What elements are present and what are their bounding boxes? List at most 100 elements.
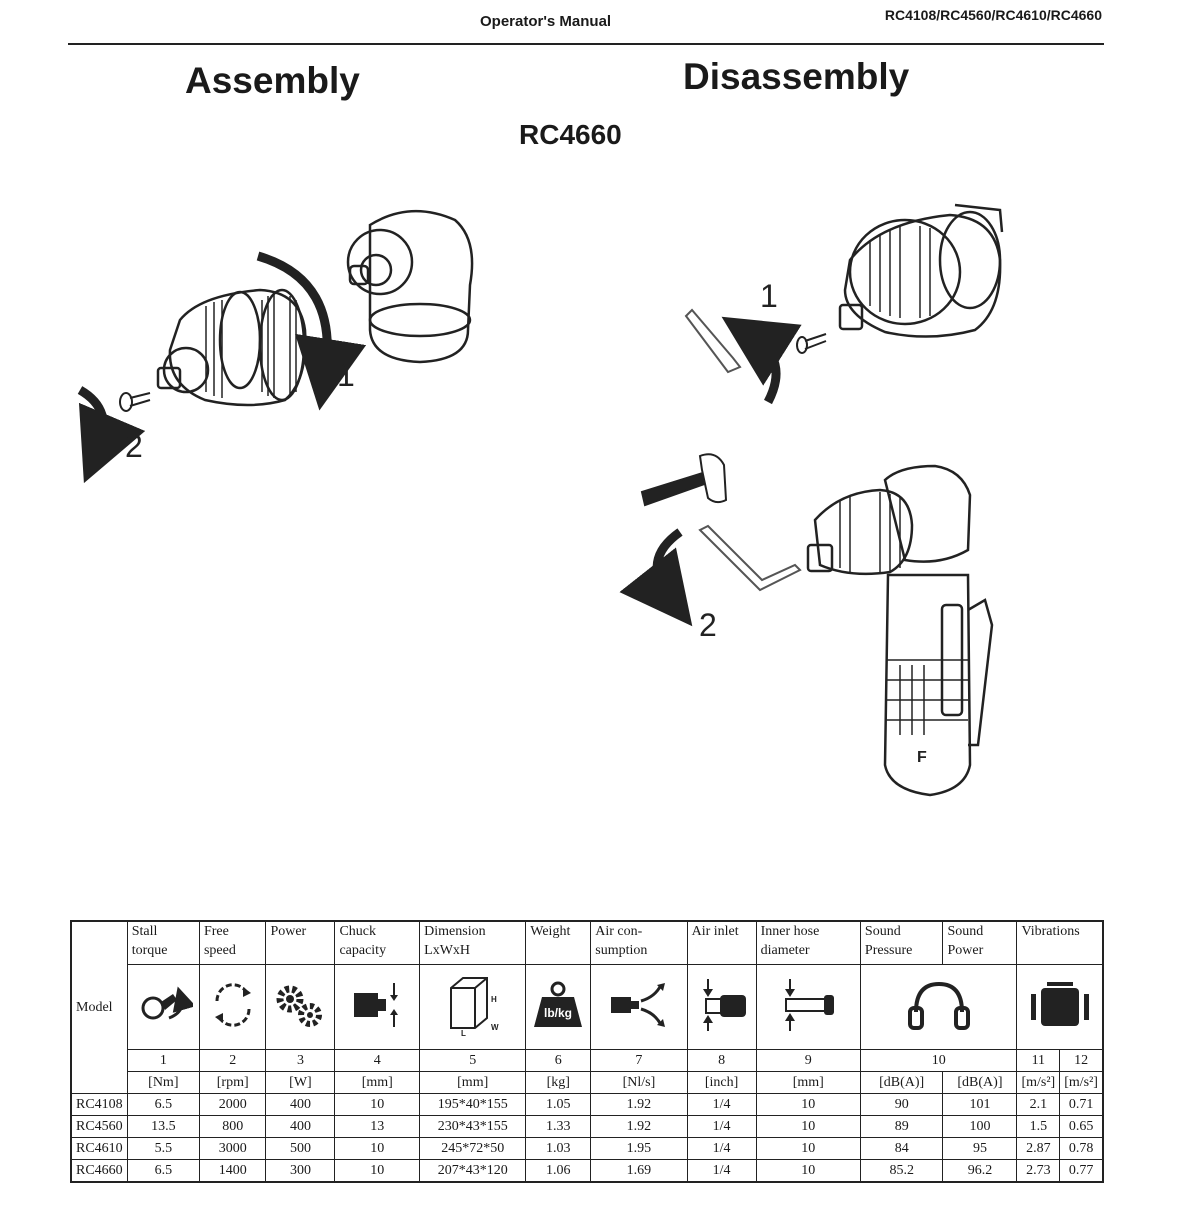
table-cell: 10: [334, 1137, 421, 1160]
hammer-illustration: [640, 453, 728, 507]
torque-icon: [126, 964, 200, 1050]
table-cell: 1.92: [590, 1115, 688, 1138]
assembly-step-2: 2: [125, 428, 143, 464]
svg-text:L: L: [461, 1029, 466, 1038]
table-cell: 195*40*155: [419, 1093, 527, 1116]
table-cell: 89: [859, 1115, 944, 1138]
rotate-arrow-1: [256, 251, 367, 411]
col-air-consumption: Air con-sumption: [590, 920, 688, 965]
table-cell: 230*43*155: [419, 1115, 527, 1138]
col-unit: [Nm]: [126, 1071, 200, 1094]
svg-text:H: H: [491, 995, 497, 1004]
col-sound-power: Sound Power: [942, 920, 1018, 965]
col-num: 11: [1016, 1049, 1061, 1072]
table-cell: 6.5: [126, 1093, 200, 1116]
col-unit: [rpm]: [198, 1071, 267, 1094]
table-cell: 1.33: [525, 1115, 592, 1138]
col-dimension: Dimension LxWxH: [419, 920, 527, 965]
table-cell: 1.05: [525, 1093, 592, 1116]
table-cell: 95: [942, 1137, 1018, 1160]
table-cell: 0.77: [1059, 1159, 1104, 1183]
table-cell: 1.92: [590, 1093, 688, 1116]
col-free-speed: Free speed: [198, 920, 267, 965]
row-model: RC4108: [70, 1093, 128, 1116]
table-cell: 300: [265, 1159, 336, 1183]
table-cell: 85.2: [859, 1159, 944, 1183]
col-weight: Weight: [525, 920, 592, 965]
table-cell: 13: [334, 1115, 421, 1138]
drill-label: F: [917, 749, 927, 766]
model-header: Model: [70, 920, 128, 1094]
rotation-icon: [198, 964, 267, 1050]
table-cell: 1.03: [525, 1137, 592, 1160]
hose-icon: [755, 964, 861, 1050]
table-cell: 10: [755, 1115, 861, 1138]
col-num: 3: [265, 1049, 336, 1072]
table-cell: 101: [942, 1093, 1018, 1116]
row-model: RC4660: [70, 1159, 128, 1183]
svg-text:W: W: [491, 1023, 499, 1032]
gears-icon: [265, 964, 336, 1050]
disassembly-step-2: 2: [699, 607, 717, 643]
col-chuck-capacity: Chuck capacity: [334, 920, 421, 965]
col-sound-pressure: Sound Pressure: [859, 920, 944, 965]
col-num: 5: [419, 1049, 527, 1072]
table-cell: 1.5: [1016, 1115, 1061, 1138]
table-cell: 2000: [198, 1093, 267, 1116]
chuck-illustration: [838, 203, 1004, 338]
weight-icon: lb/kg: [525, 964, 592, 1050]
col-unit: [mm]: [419, 1071, 527, 1094]
table-cell: 10: [334, 1093, 421, 1116]
col-unit: [mm]: [755, 1071, 861, 1094]
rotate-arrow-3: [721, 316, 802, 405]
hex-key-illustration: [698, 524, 802, 592]
disassembly-heading: Disassembly: [683, 56, 910, 97]
box-icon: H L W: [419, 964, 527, 1050]
drill-illustration: [806, 464, 994, 797]
table-cell: 2.73: [1016, 1159, 1061, 1183]
chuck-icon: [334, 964, 421, 1050]
row-model: RC4610: [70, 1137, 128, 1160]
table-cell: 1.06: [525, 1159, 592, 1183]
col-inner-hose: Inner hose diameter: [755, 920, 861, 965]
table-cell: 6.5: [126, 1159, 200, 1183]
assembly-step-1: 1: [337, 357, 355, 393]
manual-title: Operator's Manual: [480, 13, 612, 30]
col-power: Power: [265, 920, 336, 965]
col-unit: [kg]: [525, 1071, 592, 1094]
rotate-arrow-4: [619, 528, 693, 627]
col-unit: [m/s²]: [1059, 1071, 1104, 1094]
table-cell: 1.69: [590, 1159, 688, 1183]
col-unit: [m/s²]: [1016, 1071, 1061, 1094]
table-cell: 100: [942, 1115, 1018, 1138]
col-unit: [inch]: [686, 1071, 757, 1094]
table-cell: 84: [859, 1137, 944, 1160]
hex-key-illustration: [684, 308, 742, 374]
table-cell: 5.5: [126, 1137, 200, 1160]
table-cell: 10: [755, 1093, 861, 1116]
col-num: 12: [1059, 1049, 1104, 1072]
col-unit: [mm]: [334, 1071, 421, 1094]
table-cell: 1400: [198, 1159, 267, 1183]
air-flow-icon: [590, 964, 688, 1050]
svg-text:lb/kg: lb/kg: [544, 1006, 572, 1020]
col-num: 8: [686, 1049, 757, 1072]
table-cell: 1.95: [590, 1137, 688, 1160]
rotate-arrow-2: [77, 386, 146, 484]
col-num: 7: [590, 1049, 688, 1072]
col-num: 1: [126, 1049, 200, 1072]
col-num: 2: [198, 1049, 267, 1072]
specifications-table: Model Stall torque Free speed Power Chuc…: [70, 920, 1104, 1183]
table-cell: 1/4: [686, 1115, 757, 1138]
table-cell: 1/4: [686, 1137, 757, 1160]
col-unit: [dB(A)]: [942, 1071, 1018, 1094]
table-cell: 800: [198, 1115, 267, 1138]
col-vibrations: Vibrations: [1016, 920, 1104, 965]
table-cell: 500: [265, 1137, 336, 1160]
table-cell: 2.1: [1016, 1093, 1061, 1116]
